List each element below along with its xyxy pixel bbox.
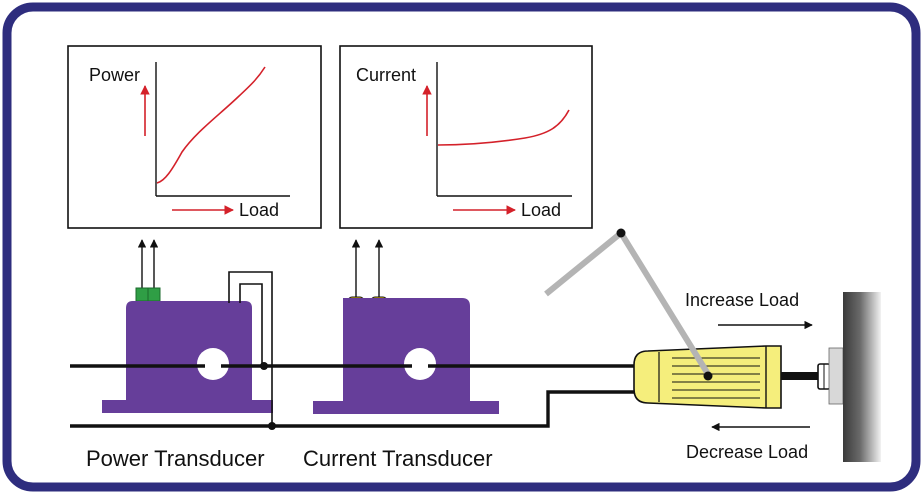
power-transducer-label: Power Transducer bbox=[86, 446, 265, 471]
current-transducer-body bbox=[313, 298, 499, 414]
decrease-load-label: Decrease Load bbox=[686, 442, 808, 462]
current-transducer bbox=[313, 296, 499, 414]
motor-shaft bbox=[781, 372, 821, 380]
current-curve bbox=[437, 109, 570, 146]
line-conductor-lower bbox=[70, 390, 640, 428]
power-voltage-tap-outer bbox=[228, 271, 273, 425]
current-transducer-hole bbox=[404, 348, 436, 380]
current-graph-x-label: Load bbox=[521, 200, 561, 220]
wall-load bbox=[843, 292, 881, 462]
load-coupling-plate bbox=[828, 347, 844, 405]
power-transducer-hole bbox=[197, 348, 229, 380]
power-graph-y-label: Power bbox=[89, 65, 140, 85]
lever-pivot bbox=[616, 228, 626, 238]
power-graph-x-label: Load bbox=[239, 200, 279, 220]
power-curve bbox=[156, 66, 266, 184]
motor-fins bbox=[672, 357, 760, 399]
current-graph: Current Load bbox=[339, 45, 593, 229]
current-graph-box bbox=[339, 45, 593, 229]
current-transducer-label: Current Transducer bbox=[303, 446, 493, 471]
lever-motor-pivot bbox=[703, 371, 713, 381]
power-graph: Power Load bbox=[67, 45, 322, 229]
current-graph-y-label: Current bbox=[356, 65, 416, 85]
power-transducer bbox=[102, 271, 273, 425]
signal-arrows bbox=[137, 239, 384, 297]
power-voltage-tap-inner bbox=[239, 283, 263, 366]
power-transducer-body bbox=[102, 301, 273, 413]
junction-lower bbox=[268, 422, 276, 430]
junction-upper bbox=[260, 362, 268, 370]
increase-load-label: Increase Load bbox=[685, 290, 799, 310]
